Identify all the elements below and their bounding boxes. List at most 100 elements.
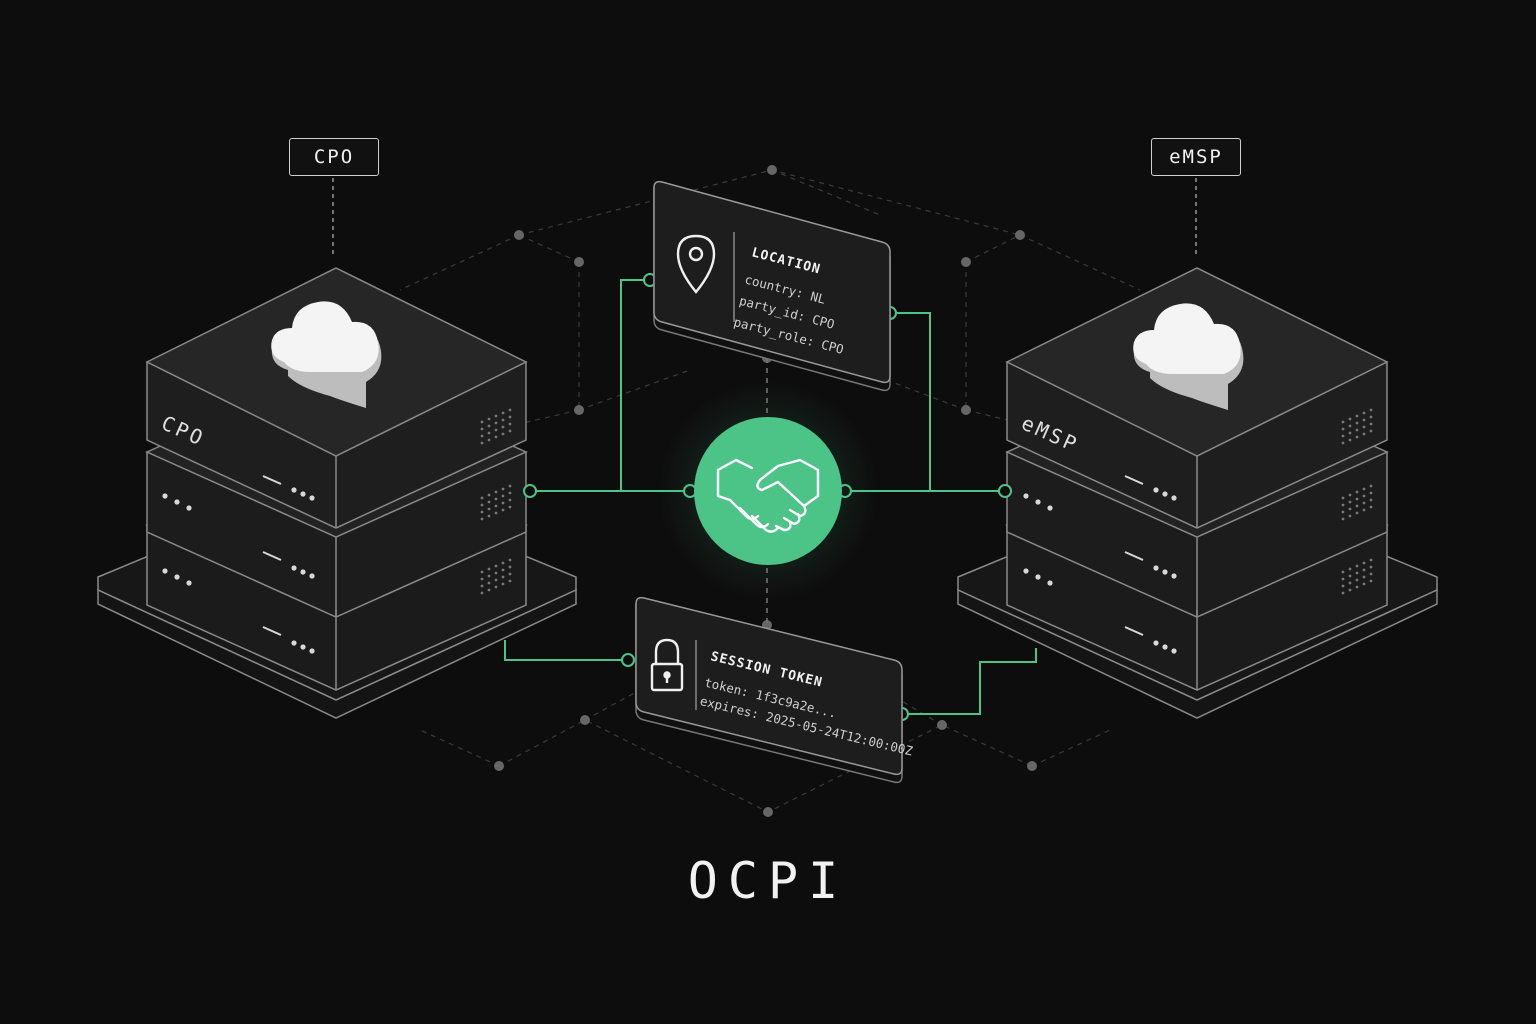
vent-dot xyxy=(1369,579,1373,583)
vent-dot xyxy=(508,498,512,502)
vent-dot xyxy=(1362,425,1366,429)
vent-dot xyxy=(1341,570,1345,574)
vent-dot xyxy=(1355,504,1359,508)
vent-dot xyxy=(487,431,491,435)
vent-dot xyxy=(1348,431,1352,435)
vent-dot xyxy=(1348,574,1352,578)
vent-dot xyxy=(1355,497,1359,501)
vent-dot xyxy=(508,505,512,509)
vent-dot xyxy=(1348,500,1352,504)
vent-dot xyxy=(1369,558,1373,562)
vent-dot xyxy=(501,561,505,565)
vent-dot xyxy=(1362,508,1366,512)
vent-dot xyxy=(1341,503,1345,507)
vent-dot xyxy=(1355,490,1359,494)
vent-dot xyxy=(1362,487,1366,491)
vent-dot xyxy=(1369,572,1373,576)
vent-dot xyxy=(1355,435,1359,439)
vent-dot xyxy=(1355,421,1359,425)
vent-dot xyxy=(1369,498,1373,502)
vent-dot xyxy=(1369,505,1373,509)
vent-dot xyxy=(494,414,498,418)
vent-dot xyxy=(494,421,498,425)
vent-dot xyxy=(508,558,512,562)
vent-dot xyxy=(501,508,505,512)
vent-dot xyxy=(487,438,491,442)
vent-dot xyxy=(1355,585,1359,589)
vent-dot xyxy=(1341,577,1345,581)
vent-dot xyxy=(487,507,491,511)
vent-dot xyxy=(494,435,498,439)
vent-dot xyxy=(480,434,484,438)
vent-dot xyxy=(1355,571,1359,575)
vent-dot xyxy=(508,408,512,412)
vent-dot xyxy=(494,428,498,432)
vent-dot xyxy=(1355,414,1359,418)
vent-dot xyxy=(1341,427,1345,431)
location-card xyxy=(653,180,891,392)
cloud-icon xyxy=(271,301,382,408)
session-token-card xyxy=(635,596,903,784)
vent-dot xyxy=(1355,578,1359,582)
emsp-server-details xyxy=(1023,475,1177,654)
vent-dot xyxy=(508,565,512,569)
vent-dot xyxy=(494,571,498,575)
emsp-tag: eMSP xyxy=(1151,138,1241,176)
vent-dot xyxy=(508,484,512,488)
vent-dot xyxy=(501,432,505,436)
vent-dot xyxy=(1362,501,1366,505)
vent-dot xyxy=(508,572,512,576)
vent-dot xyxy=(480,441,484,445)
vent-dot xyxy=(487,574,491,578)
vent-dot xyxy=(1362,575,1366,579)
vent-dot xyxy=(487,514,491,518)
cpo-server-details xyxy=(162,475,315,654)
vent-dot xyxy=(1341,434,1345,438)
vent-dot xyxy=(1355,511,1359,515)
vent-dot xyxy=(508,415,512,419)
vent-dot xyxy=(508,429,512,433)
vent-dot xyxy=(1369,422,1373,426)
vent-dot xyxy=(508,422,512,426)
vent-dot xyxy=(494,564,498,568)
vent-dot xyxy=(494,504,498,508)
vent-dot xyxy=(494,490,498,494)
vent-dot xyxy=(480,427,484,431)
vent-dot xyxy=(1348,581,1352,585)
vent-dot xyxy=(480,503,484,507)
vent-dot xyxy=(501,425,505,429)
vent-dot xyxy=(1369,484,1373,488)
map-pin-icon xyxy=(676,234,716,294)
vent-dot xyxy=(1348,493,1352,497)
vent-dot xyxy=(501,575,505,579)
vent-dot xyxy=(1369,565,1373,569)
vent-dot xyxy=(501,582,505,586)
vent-dot xyxy=(1369,408,1373,412)
vent-dot xyxy=(1348,507,1352,511)
vent-dot xyxy=(1348,514,1352,518)
vent-dot xyxy=(480,510,484,514)
vent-dot xyxy=(1341,441,1345,445)
vent-dot xyxy=(480,420,484,424)
vent-dot xyxy=(494,497,498,501)
vent-dot xyxy=(1341,584,1345,588)
cpo-vent-grilles xyxy=(480,408,512,595)
vent-dot xyxy=(1348,438,1352,442)
vent-dot xyxy=(480,496,484,500)
cloud-icon xyxy=(1133,303,1244,410)
vent-dot xyxy=(501,568,505,572)
vent-dot xyxy=(508,491,512,495)
vent-dot xyxy=(1341,591,1345,595)
vent-dot xyxy=(1355,428,1359,432)
vent-dot xyxy=(1355,564,1359,568)
vent-dot xyxy=(501,411,505,415)
cpo-tag: CPO xyxy=(289,138,379,176)
vent-dot xyxy=(1362,568,1366,572)
vent-dot xyxy=(1341,510,1345,514)
vent-dot xyxy=(1369,415,1373,419)
vent-dot xyxy=(494,578,498,582)
vent-dot xyxy=(501,494,505,498)
vent-dot xyxy=(487,567,491,571)
vent-dot xyxy=(1348,417,1352,421)
vent-dot xyxy=(487,417,491,421)
